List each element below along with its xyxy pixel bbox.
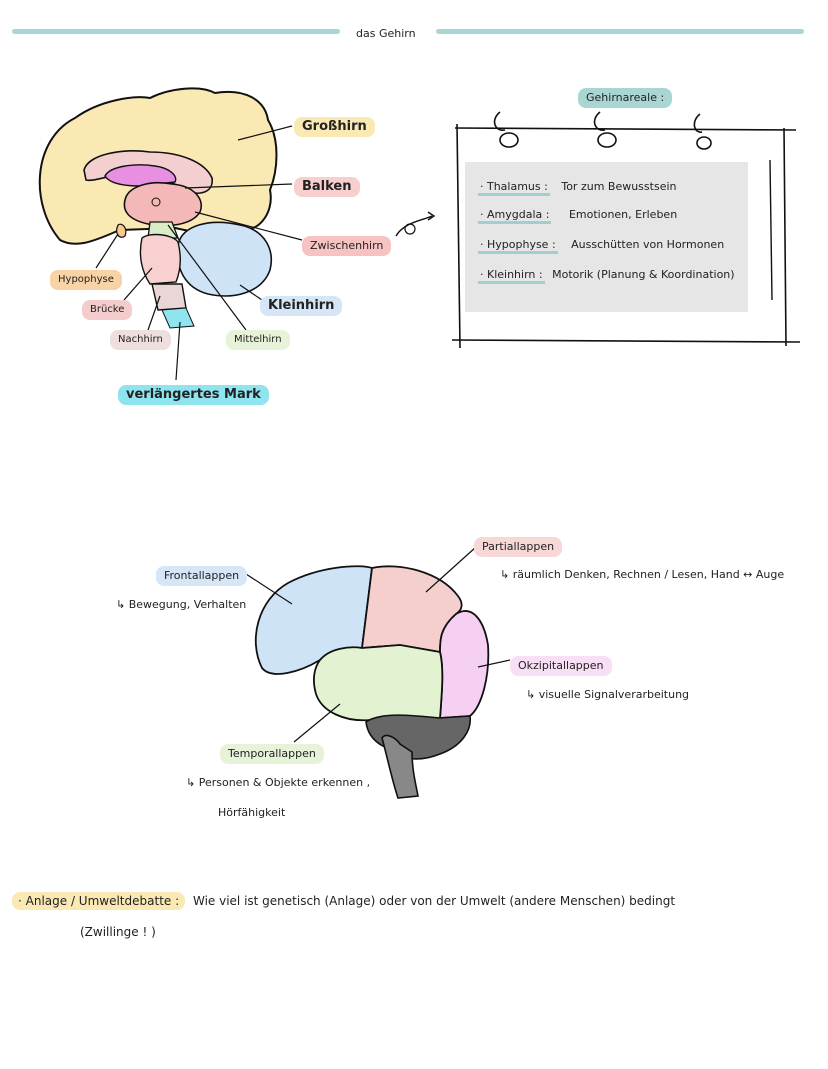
label-balken: Balken [294, 177, 360, 197]
label-verlaengertes-mark: verlängertes Mark [118, 385, 269, 405]
areas-item-key: · Thalamus : [478, 180, 550, 196]
label-temporallappen: Temporallappen [220, 744, 324, 764]
areas-item-kleinhirn: · Kleinhirn : Motorik (Planung & Koordin… [478, 268, 735, 284]
header-divider-left [12, 29, 340, 34]
desc-partiallappen: ↳ räumlich Denken, Rechnen / Lesen, Hand… [500, 568, 785, 581]
note-text: Wie viel ist genetisch (Anlage) oder von… [192, 894, 676, 908]
desc-okzipitallappen: ↳ visuelle Signalverarbeitung [526, 688, 690, 701]
lobes-brain-illustration [245, 546, 511, 799]
areas-item-thalamus: · Thalamus : Tor zum Bewusstsein [478, 180, 677, 196]
label-bruecke: Brücke [82, 300, 133, 320]
areas-item-value: Emotionen, Erleben [568, 208, 678, 221]
note-line: · Anlage / Umweltdebatte : Wie viel ist … [12, 892, 676, 910]
areas-item-hypophyse: · Hypophyse : Ausschütten von Hormonen [478, 238, 725, 254]
areas-item-value: Motorik (Planung & Koordination) [552, 268, 735, 281]
label-mittelhirn: Mittelhirn [226, 330, 290, 350]
desc-frontallappen: ↳ Bewegung, Verhalten [116, 598, 247, 611]
label-frontallappen: Frontallappen [156, 566, 248, 586]
areas-item-key: · Amygdala : [478, 208, 552, 224]
areas-item-value: Ausschütten von Hormonen [571, 238, 725, 251]
sagittal-brain-illustration [38, 87, 303, 381]
label-zwischenhirn: Zwischenhirn [302, 236, 392, 256]
label-hypophyse: Hypophyse [50, 270, 122, 290]
label-grosshirn: Großhirn [294, 117, 375, 137]
label-nachhirn: Nachhirn [110, 330, 171, 350]
label-partiallappen: Partiallappen [474, 537, 563, 557]
areas-title: Gehirnareale : [578, 88, 673, 108]
label-kleinhirn: Kleinhirn [260, 296, 343, 316]
desc-temporallappen-2: Hörfähigkeit [218, 806, 286, 819]
label-okzipitallappen: Okzipitallappen [510, 656, 612, 676]
areas-item-key: · Hypophyse : [478, 238, 558, 254]
note-key: · Anlage / Umweltdebatte : [12, 892, 186, 910]
note-sub: (Zwillinge ! ) [80, 925, 156, 939]
areas-item-amygdala: · Amygdala : Emotionen, Erleben [478, 208, 678, 224]
areas-notebook-frame [395, 111, 801, 349]
areas-item-value: Tor zum Bewusstsein [561, 180, 677, 193]
page-title: das Gehirn [356, 27, 416, 40]
desc-temporallappen: ↳ Personen & Objekte erkennen , [186, 776, 371, 789]
header-divider-right [436, 29, 804, 34]
areas-item-key: · Kleinhirn : [478, 268, 545, 284]
